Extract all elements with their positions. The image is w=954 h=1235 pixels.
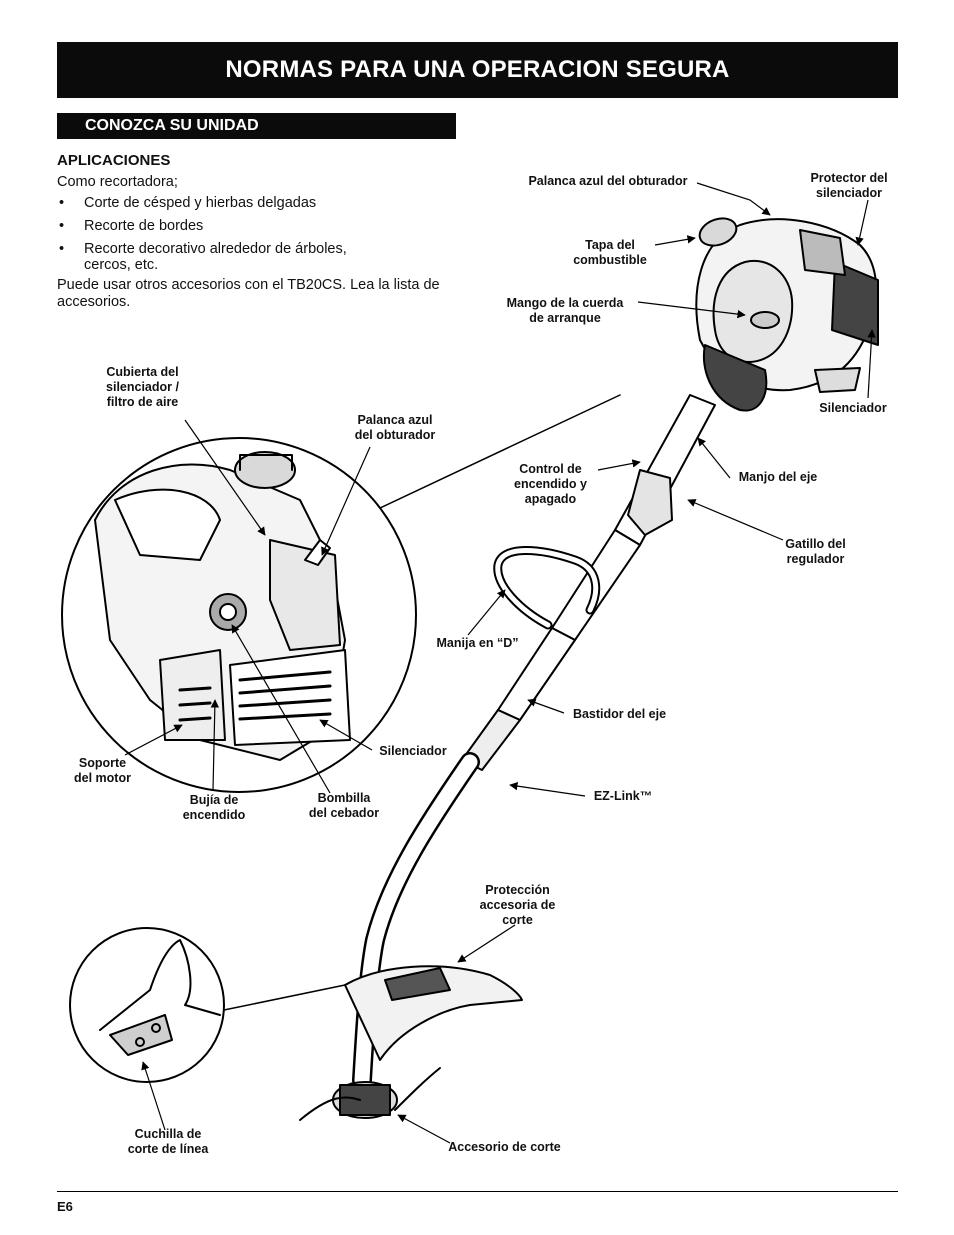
leader-palanca-top	[696, 182, 771, 216]
leader-accesorio	[397, 1114, 451, 1144]
label-bombilla: Bombilla del cebador	[308, 791, 380, 820]
leader-manjo	[697, 437, 731, 479]
leader-proteccion	[457, 924, 516, 963]
label-silenciador-top: Silenciador	[819, 401, 887, 415]
list-item: Recorte de bordes	[57, 218, 414, 234]
accessories-note: Puede usar otros accesorios con el TB20C…	[57, 277, 440, 310]
label-ez-link: EZ-Link™	[593, 789, 653, 803]
label-mango-cuerda: Mango de la cuerda de arranque	[506, 296, 624, 325]
applications-intro: Como recortadora;	[57, 174, 178, 190]
leader-manija-d	[467, 589, 506, 636]
leader-tapa	[654, 235, 696, 246]
leader-gatillo	[687, 499, 784, 541]
leader-bujia	[210, 699, 220, 791]
leader-bastidor	[527, 698, 565, 714]
label-control-encendido: Control de encendido y apagado	[514, 462, 587, 506]
label-gatillo-regulador: Gatillo del regulador	[785, 537, 846, 566]
leader-silenciador-top	[867, 329, 876, 399]
applications-heading: APLICACIONES	[57, 152, 171, 169]
label-bujia: Bujía de encendido	[182, 793, 246, 822]
label-cubierta-silenciador: Cubierta del silenciador / filtro de air…	[106, 365, 179, 409]
label-bastidor-eje: Bastidor del eje	[572, 707, 667, 721]
leader-soporte	[124, 724, 183, 756]
label-proteccion-accesoria: Protección accesoria de corte	[479, 883, 556, 927]
leader-cubierta	[184, 419, 266, 536]
label-manjo-eje: Manjo del eje	[738, 470, 818, 484]
list-item: Corte de césped y hierbas delgadas	[57, 195, 414, 211]
leader-bombilla	[231, 624, 331, 794]
label-protector-silenciador: Protector del silenciador	[810, 171, 888, 200]
section-title: CONOZCA SU UNIDAD	[57, 113, 456, 139]
leader-cuchilla	[141, 1061, 166, 1131]
leader-control	[597, 459, 641, 471]
page-number: E6	[57, 1199, 73, 1214]
label-tapa-combustible: Tapa del combustible	[573, 238, 647, 267]
applications-list: Corte de césped y hierbas delgadas Recor…	[57, 195, 414, 280]
leader-silenciador-detail	[319, 719, 373, 751]
footer-rule	[57, 1191, 898, 1192]
leader-protector	[855, 199, 869, 246]
label-silenciador-detail: Silenciador	[379, 744, 447, 758]
leader-ezlink	[509, 781, 586, 797]
engine-housing	[695, 217, 879, 412]
list-item: Recorte decorativo alrededor de árboles,…	[57, 241, 414, 273]
engine-detail	[94, 451, 351, 761]
leader-palanca-detail	[321, 446, 371, 556]
label-palanca-obturador-top: Palanca azul del obturador	[528, 174, 688, 188]
leader-mango	[637, 301, 746, 319]
label-cuchilla: Cuchilla de corte de línea	[127, 1127, 209, 1156]
label-soporte-motor: Soporte del motor	[74, 756, 131, 785]
label-accesorio-corte: Accesorio de corte	[448, 1140, 561, 1154]
label-manija-d: Manija en “D”	[436, 636, 519, 650]
page-title: NORMAS PARA UNA OPERACION SEGURA	[57, 42, 898, 98]
label-palanca-obturador-detail: Palanca azul del obturador	[354, 413, 436, 442]
